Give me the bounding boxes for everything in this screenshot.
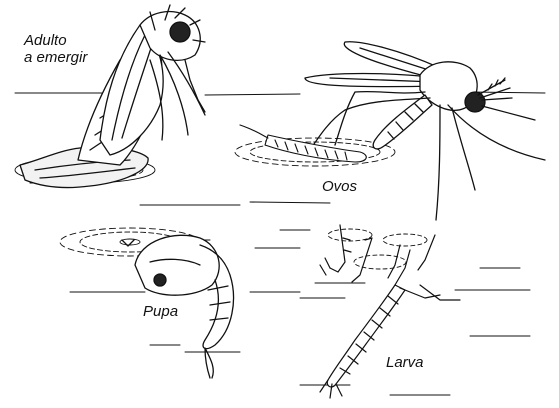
label-pupa: Pupa — [143, 303, 178, 320]
larvae — [320, 225, 460, 398]
label-eggs: Ovos — [322, 178, 357, 195]
label-larva: Larva — [386, 354, 424, 371]
label-adult-emerging: Adulto a emergir — [24, 32, 87, 66]
label-adult-line1: Adulto — [24, 32, 87, 49]
label-adult-line2: a emergir — [24, 49, 87, 66]
